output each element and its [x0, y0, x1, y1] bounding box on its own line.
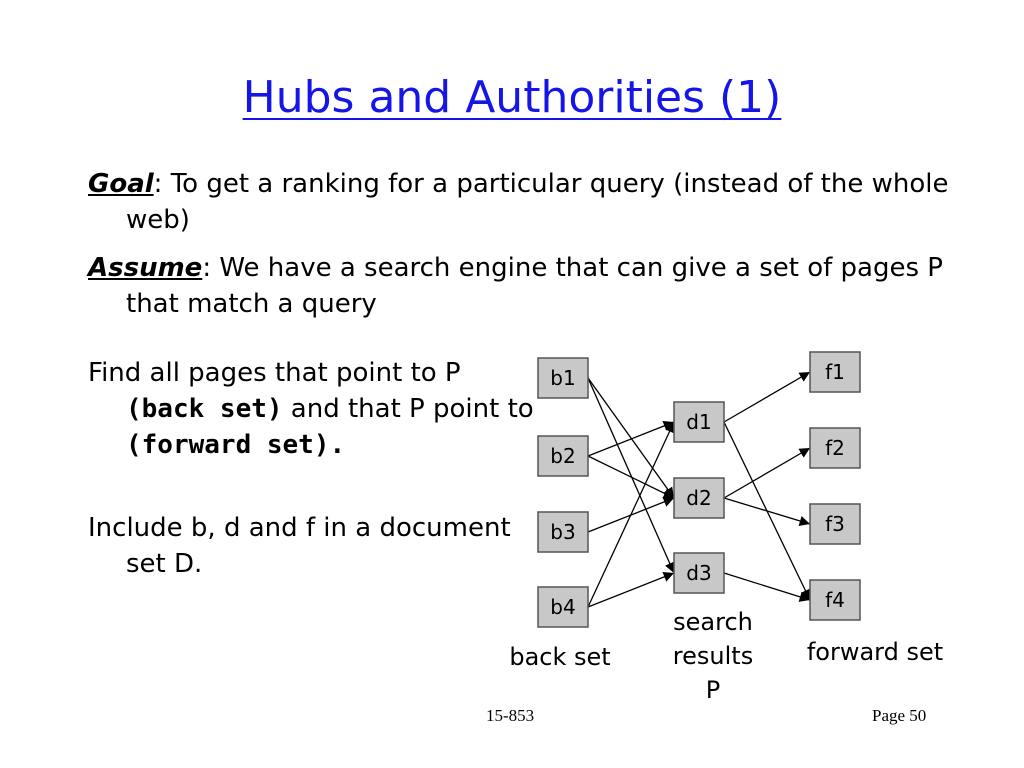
node-label-d1: d1 [686, 410, 711, 434]
node-b4: b4 [537, 586, 589, 628]
page-number: Page 50 [872, 706, 927, 725]
caption-search-results-2: P [706, 676, 720, 704]
goal-text: : To get a ranking for a particular quer… [126, 169, 949, 235]
edge-b1-d2 [587, 377, 675, 499]
edge-d2-f3 [723, 497, 811, 526]
caption-back-set: back set [509, 643, 610, 671]
course-number: 15-853 [486, 706, 535, 725]
node-f1: f1 [809, 351, 861, 393]
find-text-1: Find all pages that point to P [88, 358, 461, 388]
node-d2: d2 [673, 477, 725, 519]
node-box-f3 [809, 503, 861, 545]
node-label-b1: b1 [550, 366, 575, 390]
node-box-f1 [809, 351, 861, 393]
node-box-f2 [809, 427, 861, 469]
node-label-f1: f1 [825, 360, 845, 384]
back-set-term: (back set) [126, 394, 283, 424]
node-b3: b3 [537, 511, 589, 553]
edge-b4-d3 [587, 571, 675, 608]
edge-b2-d2 [587, 455, 675, 499]
edge-d2-f2 [723, 447, 811, 499]
goal-paragraph: Goal: To get a ranking for a particular … [88, 166, 986, 238]
assume-paragraph: Assume: We have a search engine that can… [88, 250, 986, 322]
node-box-b3 [537, 511, 589, 553]
caption-search-results-1: results [673, 642, 753, 670]
node-label-d3: d3 [686, 561, 711, 585]
include-paragraph: Include b, d and f in a document set D. [88, 513, 511, 579]
node-d3: d3 [673, 552, 725, 594]
caption-forward-set: forward set [807, 638, 943, 666]
node-box-f4 [809, 579, 861, 621]
goal-term: Goal [88, 169, 154, 199]
slide-title: Hubs and Authorities (1) [242, 72, 782, 123]
node-f3: f3 [809, 503, 861, 545]
node-label-d2: d2 [686, 486, 711, 510]
edge-b1-d3 [587, 377, 675, 574]
node-d1: d1 [673, 401, 725, 443]
node-box-d2 [673, 477, 725, 519]
node-label-b2: b2 [550, 444, 575, 468]
node-label-f4: f4 [825, 588, 845, 612]
edges-layer [587, 371, 811, 608]
caption-search-results-0: search [673, 608, 753, 636]
node-label-b3: b3 [550, 520, 575, 544]
assume-text: : We have a search engine that can give … [126, 253, 943, 319]
find-text-2: and that P point to [282, 394, 534, 424]
node-label-b4: b4 [550, 595, 575, 619]
nodes-layer: b1 b2 b3 b4 d1 d2 d3 f1 f2 f3 f4 [537, 351, 861, 628]
node-f2: f2 [809, 427, 861, 469]
edge-b4-d1 [587, 421, 675, 608]
find-paragraph: Find all pages that point to P (back set… [88, 355, 546, 463]
node-b1: b1 [537, 357, 589, 399]
edge-d3-f4 [723, 572, 811, 602]
node-box-b4 [537, 586, 589, 628]
node-box-b2 [537, 435, 589, 477]
forward-set-term: (forward set). [126, 430, 346, 460]
edge-d1-f1 [723, 371, 811, 423]
node-label-f3: f3 [825, 512, 845, 536]
node-box-d3 [673, 552, 725, 594]
node-b2: b2 [537, 435, 589, 477]
assume-term: Assume [88, 253, 203, 283]
node-label-f2: f2 [825, 436, 845, 460]
node-box-b1 [537, 357, 589, 399]
node-f4: f4 [809, 579, 861, 621]
edge-b2-d1 [587, 420, 675, 457]
node-box-d1 [673, 401, 725, 443]
